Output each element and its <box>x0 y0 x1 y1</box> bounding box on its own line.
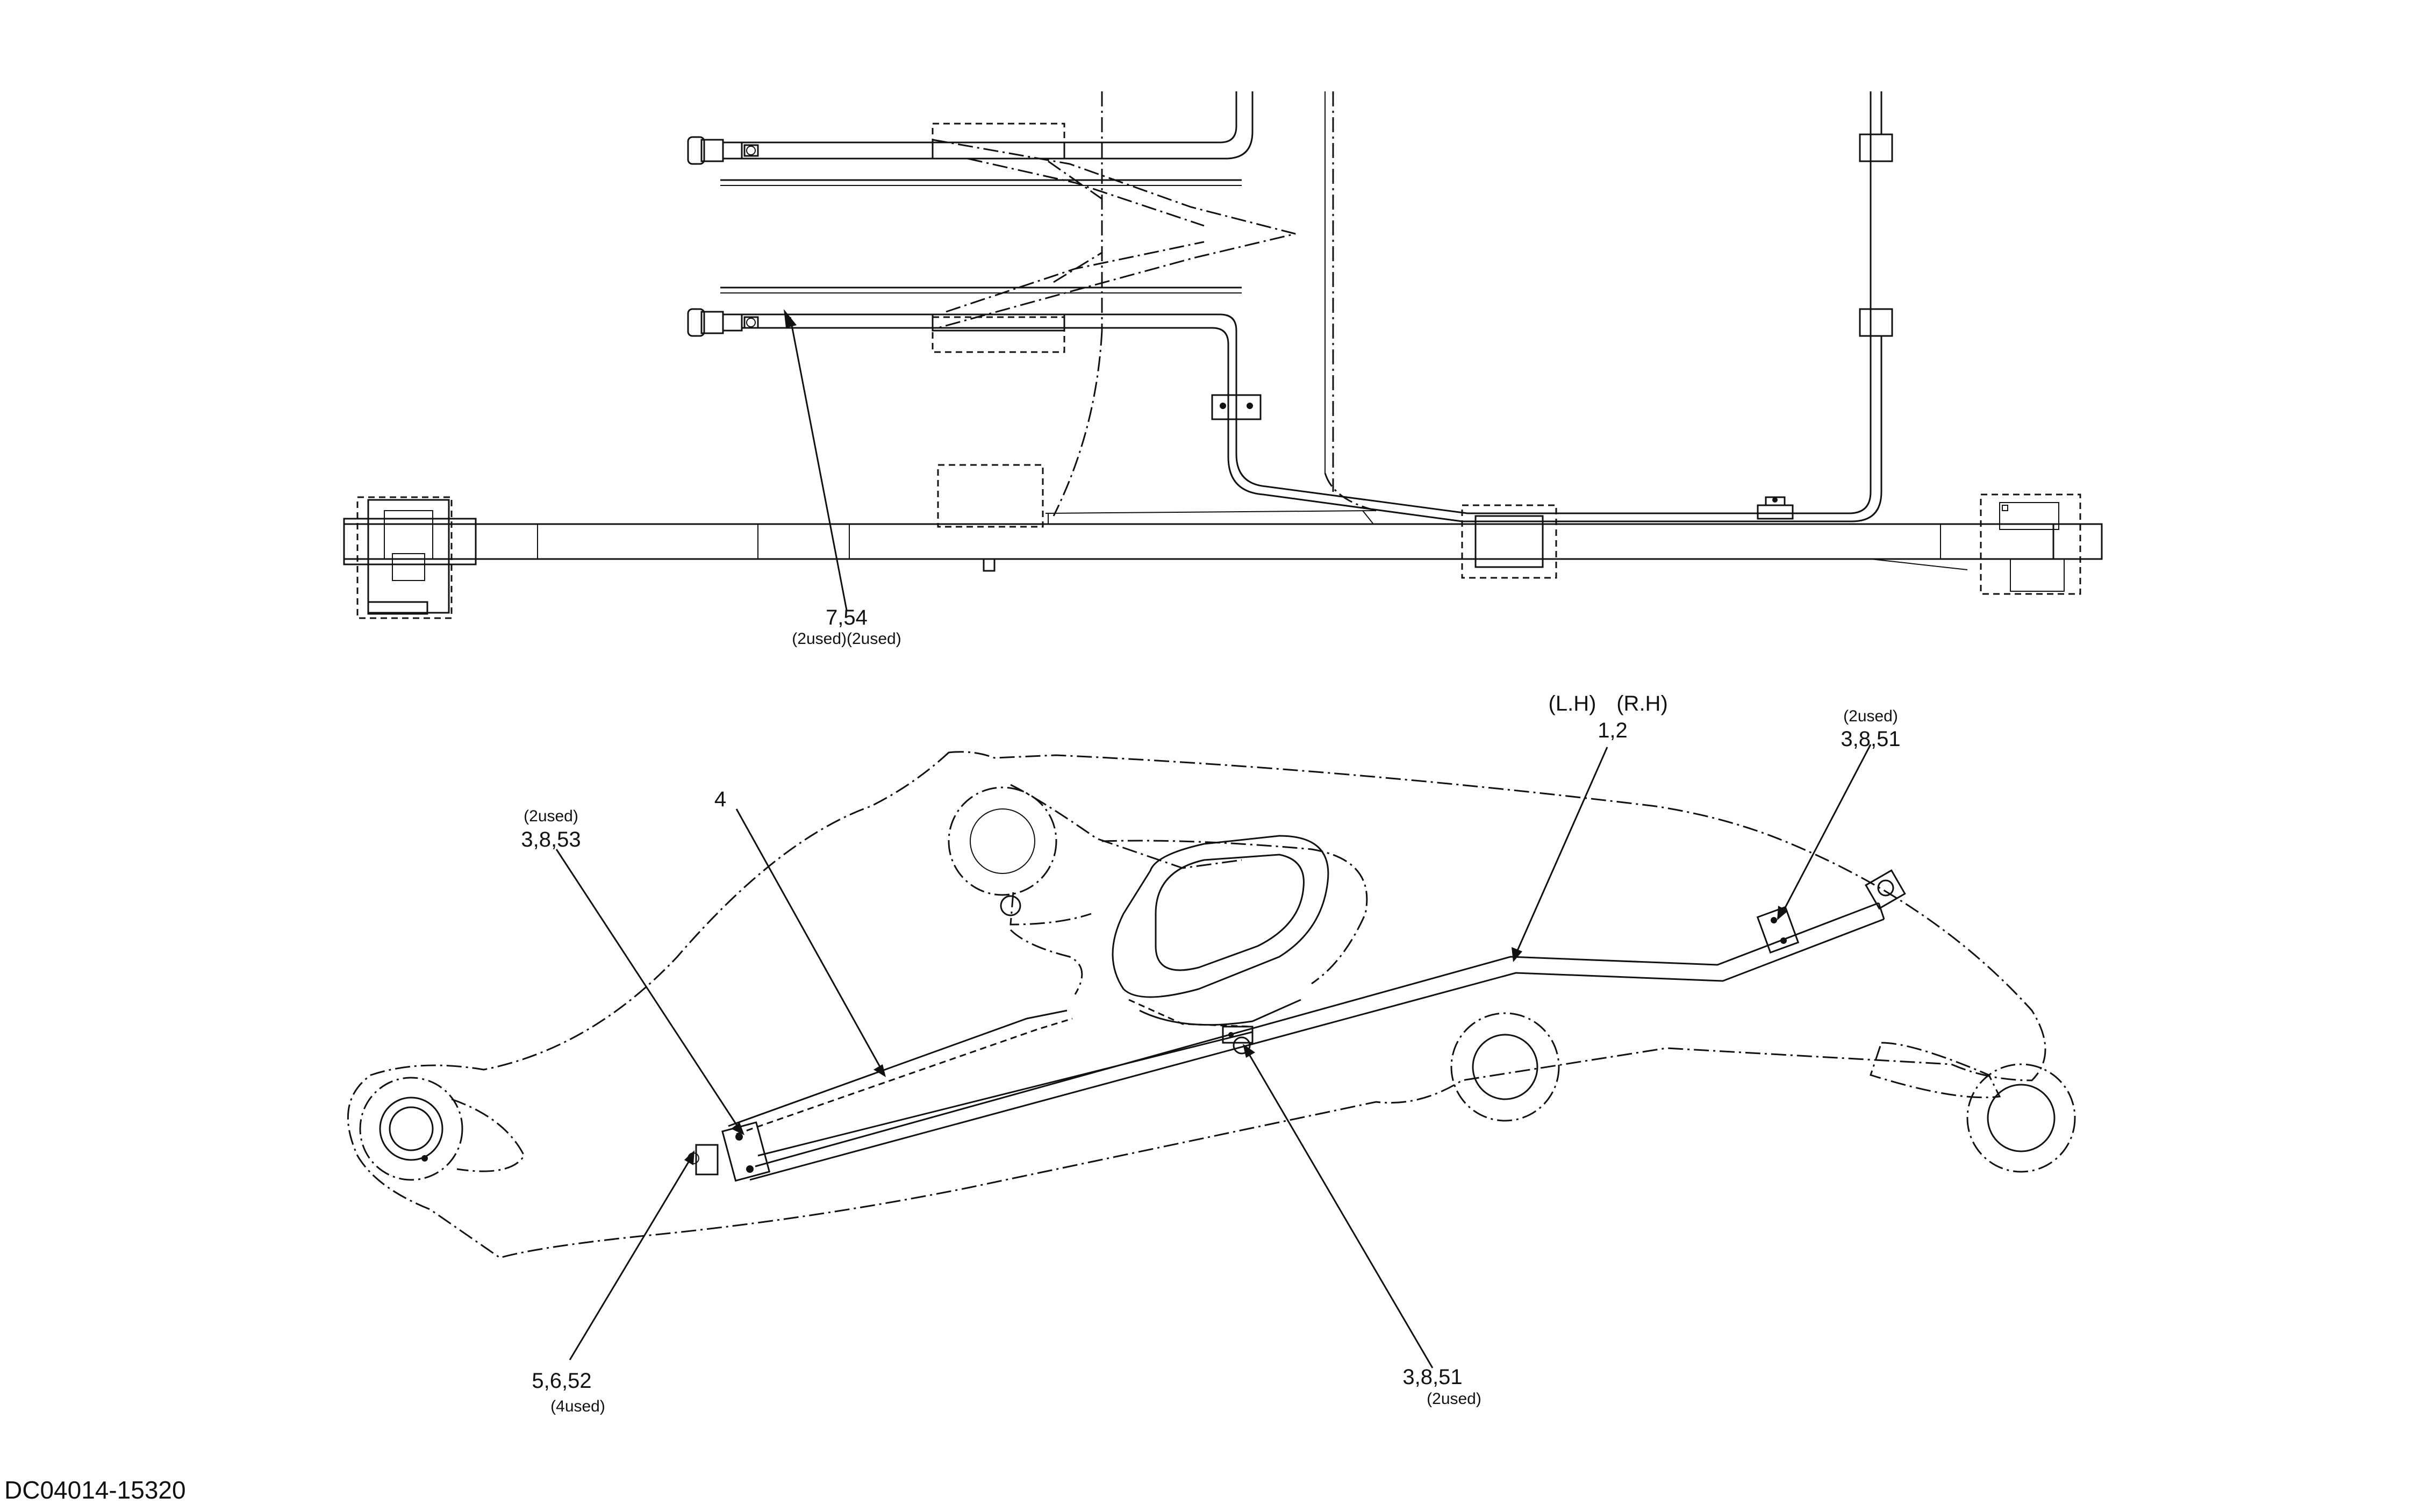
callout-7-54-qty: (2used)(2used) <box>792 630 901 648</box>
callout-fitting-bottom-left-qty: (4used) <box>550 1398 605 1415</box>
left-pivot-boss <box>359 1077 525 1181</box>
upper-pipe <box>720 91 1254 186</box>
callout-fitting-bottom-left: 5,6,52 <box>532 1369 591 1393</box>
vertical-pipe-clamp <box>1211 394 1262 420</box>
callout-clamp-top-right-qty: (2used) <box>1843 707 1898 725</box>
boom-outline <box>347 751 2046 1259</box>
mid-beam-block <box>1461 504 1557 579</box>
callout-clamp-left: 3,8,53 <box>521 828 581 851</box>
frame-centerlines <box>1052 91 1377 517</box>
right-end-boss <box>1980 493 2103 595</box>
callout-1-2: 1,2 <box>1598 719 1628 742</box>
center-lower-boss <box>1450 1012 1560 1122</box>
callout-clamp-bottom-mid: 3,8,51 <box>1402 1365 1462 1389</box>
clamp-bottom-mid <box>1222 1026 1254 1055</box>
secondary-pipe <box>728 1009 1253 1157</box>
main-pipe <box>749 869 1906 1181</box>
callout-clamp-top-right: 3,8,51 <box>1841 727 1900 751</box>
left-end-boss <box>343 496 477 619</box>
top-view <box>343 91 2103 619</box>
right-pipe-fittings <box>1859 133 1893 337</box>
callout-lh: (L.H) <box>1549 692 1596 715</box>
callout-rh: (R.H) <box>1616 692 1668 715</box>
leader-lines <box>555 744 1872 1368</box>
leader-7-54 <box>784 309 848 611</box>
callout-clamp-left-qty: (2used) <box>524 807 578 825</box>
pipe-brackets <box>932 123 1065 353</box>
swing-outline <box>932 139 1296 329</box>
callout-item-4: 4 <box>714 787 726 811</box>
boom-beam <box>344 523 2102 570</box>
callouts: 7,54 (2used)(2used) (L.H) (R.H) 1,2 (2us… <box>4 606 1901 1504</box>
lower-hose-fitting <box>687 308 759 337</box>
callout-clamp-bottom-mid-qty: (2used) <box>1427 1390 1481 1408</box>
upper-hose-fitting <box>687 136 759 165</box>
lower-pipe <box>720 91 1882 522</box>
center-bracket <box>937 464 1377 572</box>
callout-7-54: 7,54 <box>826 606 868 629</box>
clamp-top-right <box>1756 906 1800 954</box>
upper-pivot-boss <box>948 784 1242 926</box>
side-view <box>347 744 2076 1368</box>
cylinder-bracket <box>1009 835 1368 1028</box>
clamp-left <box>688 1121 771 1182</box>
right-pivot-boss <box>1870 1042 2076 1173</box>
drawing-code: DC04014-15320 <box>4 1476 186 1504</box>
right-pipe-clamp <box>1757 496 1794 520</box>
